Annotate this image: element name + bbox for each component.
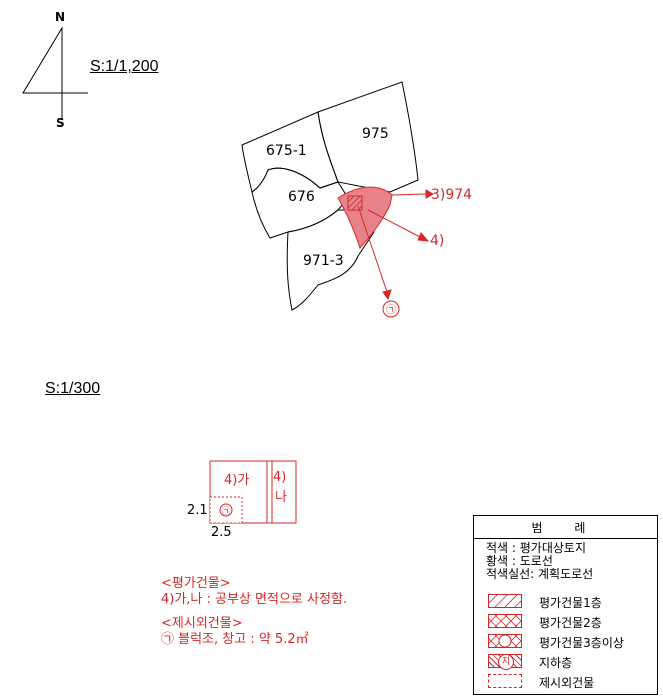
note-line-2: 4)가,나 : 공부상 면적으로 사정함. xyxy=(161,592,348,607)
legend-swatch-1f xyxy=(488,594,522,608)
building-label-a: 4)가 xyxy=(224,473,250,488)
legend-line-3: 적색실선: 계획도로선 xyxy=(486,567,594,581)
note-line-4: ㉠ 블럭조, 창고 : 약 5.2㎡ xyxy=(161,632,309,647)
parcel-676-label: 676 xyxy=(288,189,315,205)
building-hatch xyxy=(347,195,363,211)
legend-line-1: 적색 : 평가대상토지 xyxy=(486,541,586,555)
dim-bottom: 2.5 xyxy=(211,525,232,540)
parcel-675-1-label: 675-1 xyxy=(266,143,307,159)
legend-label-3f: 평가건물3층이상 xyxy=(539,636,624,650)
callout-4: 4) xyxy=(430,233,445,249)
parcel-map xyxy=(241,81,435,318)
legend-label-1f: 평가건물1층 xyxy=(539,596,602,610)
note-line-3: <제시외건물> xyxy=(161,616,243,631)
subject-parcel xyxy=(337,186,393,249)
legend-line-2: 황색 : 도로선 xyxy=(486,554,553,568)
callout-974: 3)974 xyxy=(431,187,473,203)
legend-label-annex: 제시외건물 xyxy=(539,676,595,690)
notes-block: <평가건물> 4)가,나 : 공부상 면적으로 사정함. <제시외건물> ㉠ 블… xyxy=(161,576,347,648)
legend-label-basement: 지하층 xyxy=(539,656,573,670)
legend: 범 례 적색 : 평가대상토지 황색 : 도로선 적색실선: 계획도로선 평가건… xyxy=(473,515,658,695)
legend-swatch-annex xyxy=(488,674,522,688)
legend-swatch-basement: 지 xyxy=(488,654,522,670)
parcel-975-label: 975 xyxy=(362,126,389,142)
legend-title: 범 례 xyxy=(531,521,600,535)
building-detail xyxy=(209,460,297,524)
map-scale: S:1/1,200 xyxy=(90,58,159,75)
north-label: N xyxy=(55,10,66,24)
basement-glyph: 지 xyxy=(498,654,514,670)
callout-annex-mark: ㉠ xyxy=(386,305,396,316)
note-line-1: <평가건물> xyxy=(161,576,231,591)
legend-swatch-2f xyxy=(488,614,522,628)
detail-scale: S:1/300 xyxy=(45,380,101,397)
legend-swatch-3f xyxy=(488,634,522,648)
building-label-b-2: 나 xyxy=(275,490,287,505)
north-arrow xyxy=(22,26,88,120)
annex-mark: ㉠ xyxy=(221,507,231,517)
legend-label-2f: 평가건물2층 xyxy=(539,616,602,630)
dim-left: 2.1 xyxy=(187,503,208,518)
parcel-971-3-label: 971-3 xyxy=(303,253,344,269)
building-label-b-1: 4) xyxy=(273,470,287,485)
south-label: S xyxy=(56,116,65,130)
